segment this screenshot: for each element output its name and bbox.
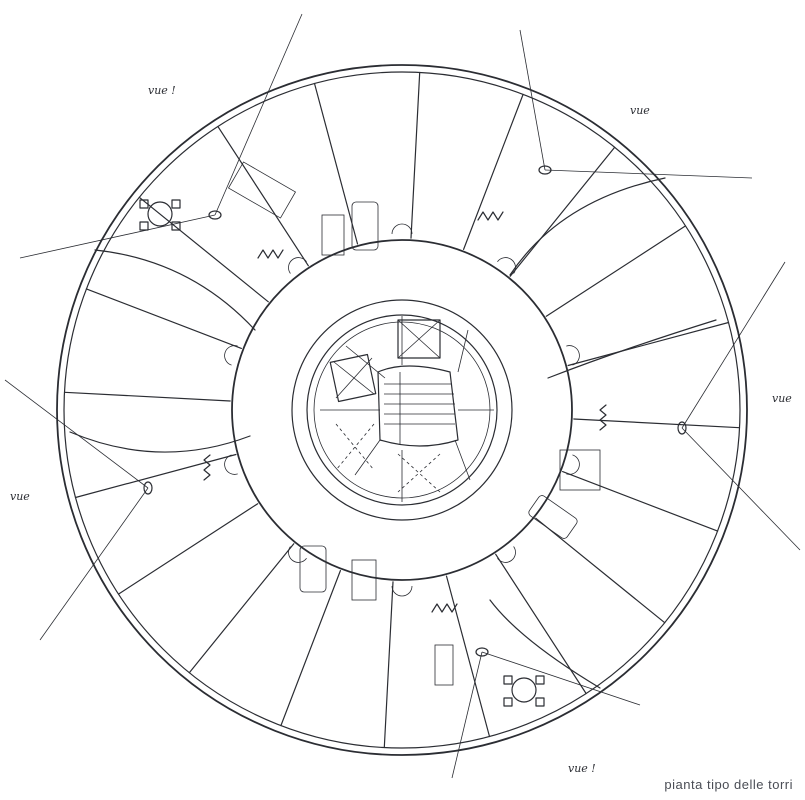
view-annotation-right: vue	[772, 392, 792, 405]
elevator-shaft-top	[397, 319, 441, 359]
partition-wall	[63, 391, 231, 402]
dining-table-bottom-right	[503, 675, 545, 707]
door-swing	[224, 345, 238, 366]
partition-wall	[188, 543, 295, 674]
door-swing	[288, 257, 307, 274]
view-annotation-bottom: vue !	[568, 762, 596, 775]
partition-wall	[117, 503, 259, 595]
corridor-outer-ring	[231, 239, 573, 581]
partition-wall	[545, 225, 687, 317]
partition-wall	[280, 569, 341, 727]
partition-wall	[313, 82, 359, 245]
terrace-curves	[69, 177, 717, 689]
partition-wall	[561, 471, 719, 532]
central-staircase	[377, 365, 459, 447]
partition-wall	[217, 125, 309, 267]
eye-icon	[208, 210, 222, 220]
door-swing	[391, 223, 413, 235]
view-annotation-top-left: vue !	[148, 84, 176, 97]
view-annotation-left: vue	[10, 490, 30, 503]
partition-wall	[383, 581, 394, 749]
eye-icon	[538, 165, 552, 175]
partition-wall	[567, 321, 730, 367]
door-swing	[224, 454, 238, 475]
view-sight-lines	[4, 13, 801, 779]
elevator-shaft-left	[329, 353, 377, 403]
building-core	[320, 316, 494, 502]
partition-wall	[85, 288, 242, 349]
eye-icon	[143, 481, 153, 495]
partition-wall	[535, 517, 666, 624]
outer-facade-inner-line	[63, 71, 741, 749]
core-wall-outer	[306, 314, 498, 506]
door-swing	[566, 345, 580, 366]
door-swing	[566, 454, 580, 475]
door-swing	[497, 257, 516, 274]
partition-wall	[410, 71, 421, 239]
door-swing	[288, 546, 307, 563]
partition-wall	[445, 575, 491, 738]
bathroom-fixtures	[227, 161, 601, 686]
partition-wall	[573, 418, 741, 429]
door-swing	[497, 546, 516, 563]
partition-wall	[138, 196, 269, 303]
eye-icon	[475, 647, 489, 657]
outer-facade-ring	[56, 64, 748, 756]
partition-wall	[74, 453, 237, 499]
view-annotation-top-right: vue	[630, 104, 650, 117]
eye-icon	[677, 421, 687, 435]
plan-caption: pianta tipo delle torri	[664, 777, 793, 792]
door-swing	[391, 585, 413, 597]
partition-wall	[495, 553, 587, 695]
dining-table-top-left	[139, 199, 181, 231]
corridor-inner-ring	[291, 299, 513, 521]
core-divider-lines	[320, 316, 494, 502]
partition-wall	[463, 93, 524, 250]
radiator-symbols	[203, 211, 607, 613]
apartment-partitions	[63, 71, 741, 749]
partition-wall	[509, 146, 616, 277]
eye-viewpoint-icons	[143, 165, 687, 657]
